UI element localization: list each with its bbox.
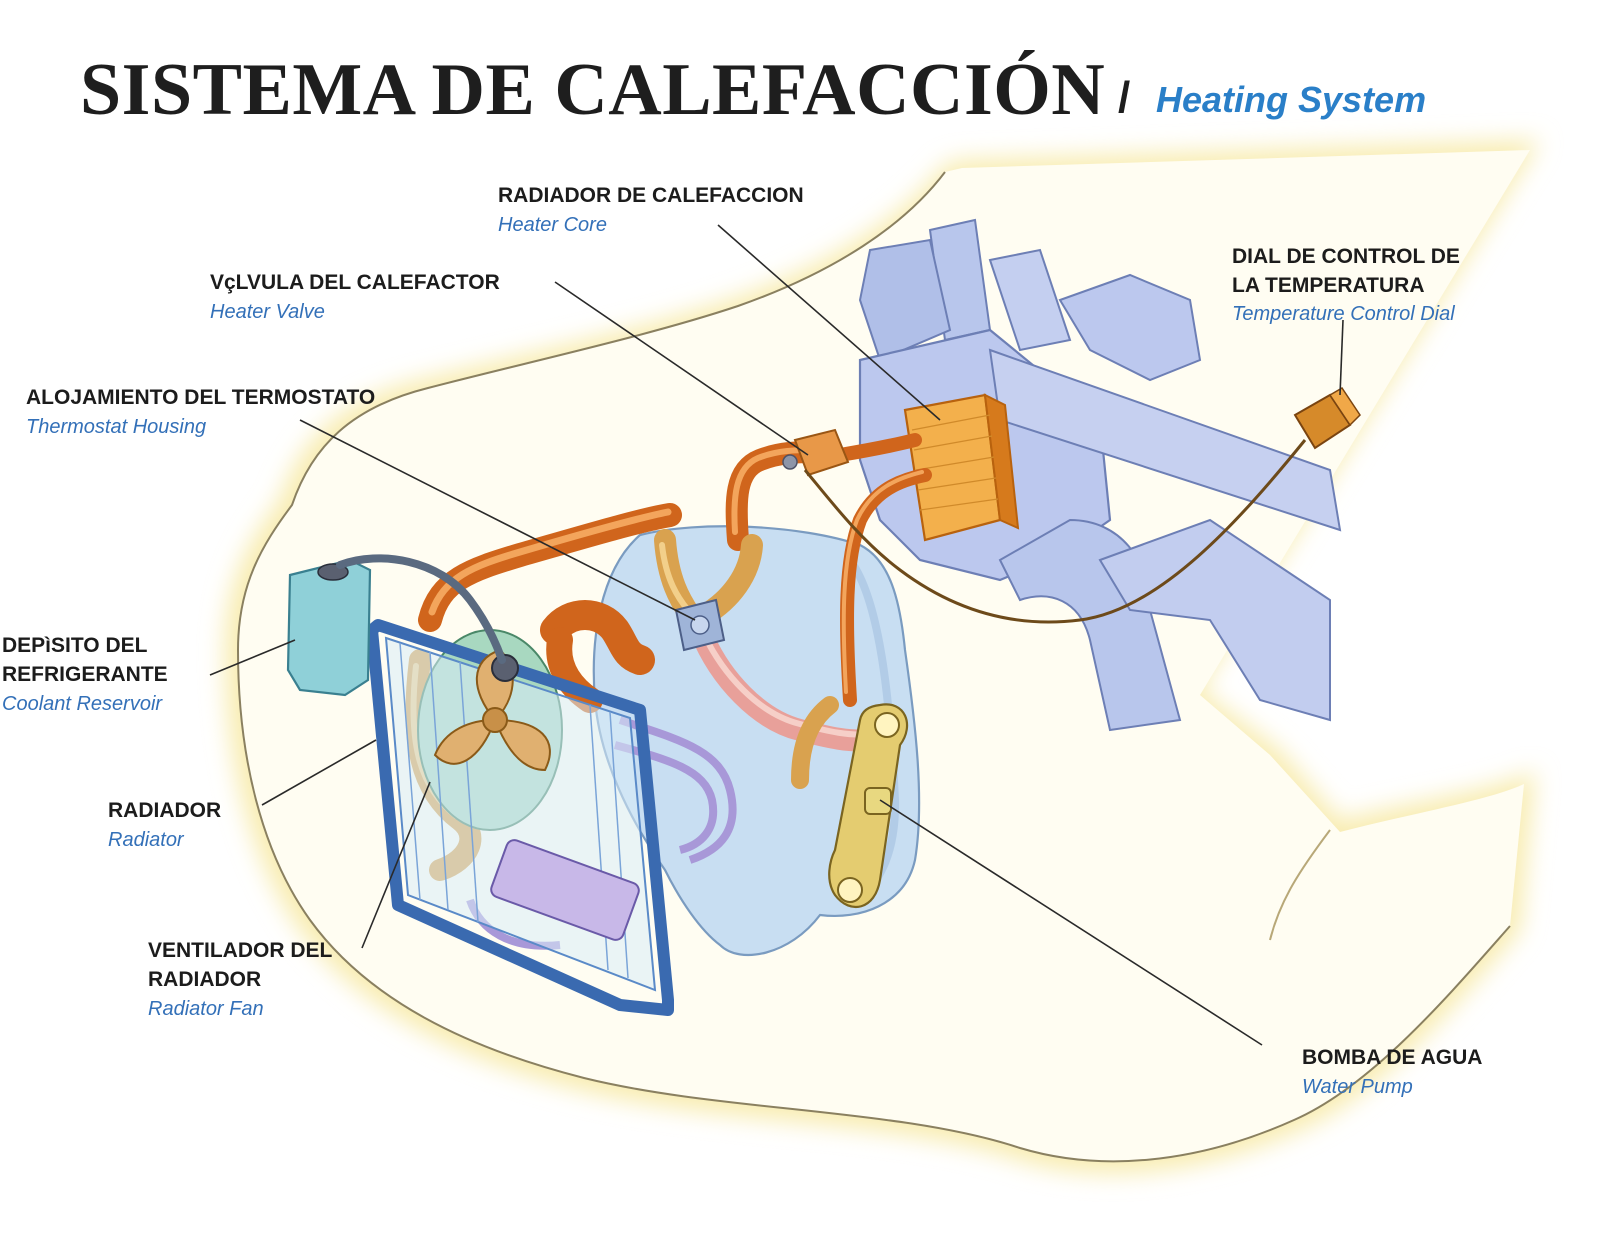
heater-valve [782, 428, 850, 477]
leader-temp-dial [1339, 319, 1344, 396]
label-heater-core: RADIADOR DE CALEFACCION Heater Core [498, 184, 804, 236]
temperature-dial-knob [1328, 386, 1361, 427]
coolant-reservoir [286, 554, 506, 697]
svg-text:DIAL DE CONTROL DE: DIAL DE CONTROL DE [1232, 245, 1460, 268]
diagram-title: SISTEMA DE CALEFACCIÓN [80, 49, 1105, 131]
heater-duct-mid [988, 248, 1072, 352]
dash-beam [988, 348, 1342, 532]
crank-pulley [837, 877, 863, 903]
label-coolant-reservoir: DEPìSITO DEL REFRIGERANTE Coolant Reserv… [2, 634, 168, 715]
heater-box [858, 218, 1342, 732]
leader-radiator-fan [361, 781, 431, 949]
leader-thermostat [299, 419, 696, 621]
label-thermostat-housing: ALOJAMIENTO DEL TERMOSTATO Thermostat Ho… [26, 386, 375, 438]
heater-valve-knob [782, 454, 798, 470]
radiator-assembly [366, 619, 674, 1016]
title-group: SISTEMA DE CALEFACCIÓN / Heating System [80, 49, 1426, 131]
leader-heater-core [717, 224, 941, 421]
leader-water-pump [879, 799, 1263, 1046]
svg-text:Temperature Control Dial: Temperature Control Dial [1232, 303, 1455, 325]
thermostat-housing [674, 598, 726, 652]
firewall-line [1269, 829, 1331, 941]
trans-cooler-line-b [613, 741, 718, 854]
label-heater-valve: VçLVULA DEL CALEFACTOR Heater Valve [210, 271, 500, 323]
rear-duct [1098, 518, 1331, 722]
water-pump-gear [864, 787, 892, 815]
title-separator: / [1118, 73, 1130, 122]
temperature-control-dial [803, 386, 1361, 624]
heater-core-inlet-pipe [833, 433, 922, 462]
trans-cooler-line-a [618, 716, 737, 864]
fan-hub [482, 707, 508, 733]
radiator-cooler [490, 839, 640, 941]
svg-text:RADIADOR: RADIADOR [108, 799, 221, 822]
heater-core [903, 393, 1020, 542]
svg-text:Radiator: Radiator [108, 829, 185, 851]
label-radiator-fan: VENTILADOR DEL RADIADOR Radiator Fan [148, 939, 333, 1020]
svg-text:DEPìSITO DEL: DEPìSITO DEL [2, 634, 148, 657]
temperature-control-cable [803, 439, 1307, 624]
car-body-outline [236, 171, 1511, 1163]
leader-radiator [261, 739, 377, 806]
radiator-frame [366, 619, 674, 1016]
leader-lines [209, 224, 1344, 1046]
svg-text:VçLVULA DEL CALEFACTOR: VçLVULA DEL CALEFACTOR [210, 271, 500, 294]
overflow-hose [336, 554, 506, 664]
svg-text:Water Pump: Water Pump [1302, 1076, 1413, 1098]
water-pump [828, 703, 909, 908]
svg-text:Thermostat Housing: Thermostat Housing [26, 416, 206, 438]
heater-duct-left [858, 238, 952, 362]
svg-text:ALOJAMIENTO DEL TERMOSTATO: ALOJAMIENTO DEL TERMOSTATO [26, 386, 375, 409]
bypass-hose [791, 696, 839, 789]
diagram-subtitle: Heating System [1156, 79, 1426, 120]
svg-text:BOMBA DE AGUA: BOMBA DE AGUA [1302, 1046, 1482, 1069]
heater-valve-body [793, 428, 850, 477]
label-radiator: RADIADOR Radiator [108, 799, 221, 851]
lower-radiator-hose [689, 619, 881, 752]
svg-text:RADIADOR: RADIADOR [148, 968, 261, 991]
leader-heater-valve [554, 281, 809, 456]
svg-text:LA TEMPERATURA: LA TEMPERATURA [1232, 274, 1425, 297]
svg-text:Radiator Fan: Radiator Fan [148, 998, 264, 1020]
water-pump-pulley [874, 712, 900, 738]
svg-text:VENTILADOR DEL: VENTILADOR DEL [148, 939, 333, 962]
leader-reservoir [209, 639, 296, 676]
label-temperature-dial: DIAL DE CONTROL DE LA TEMPERATURA Temper… [1232, 245, 1460, 325]
svg-text:REFRIGERANTE: REFRIGERANTE [2, 663, 168, 686]
svg-text:Heater Core: Heater Core [498, 214, 607, 236]
svg-text:Coolant Reservoir: Coolant Reservoir [2, 693, 163, 715]
svg-text:RADIADOR DE CALEFACCION: RADIADOR DE CALEFACCION [498, 184, 804, 207]
heater-duct-right [1058, 273, 1202, 382]
elbow-hose [540, 600, 655, 675]
label-water-pump: BOMBA DE AGUA Water Pump [1302, 1046, 1482, 1098]
heater-core-fins [911, 414, 999, 511]
svg-text:Heater Valve: Heater Valve [210, 301, 325, 323]
